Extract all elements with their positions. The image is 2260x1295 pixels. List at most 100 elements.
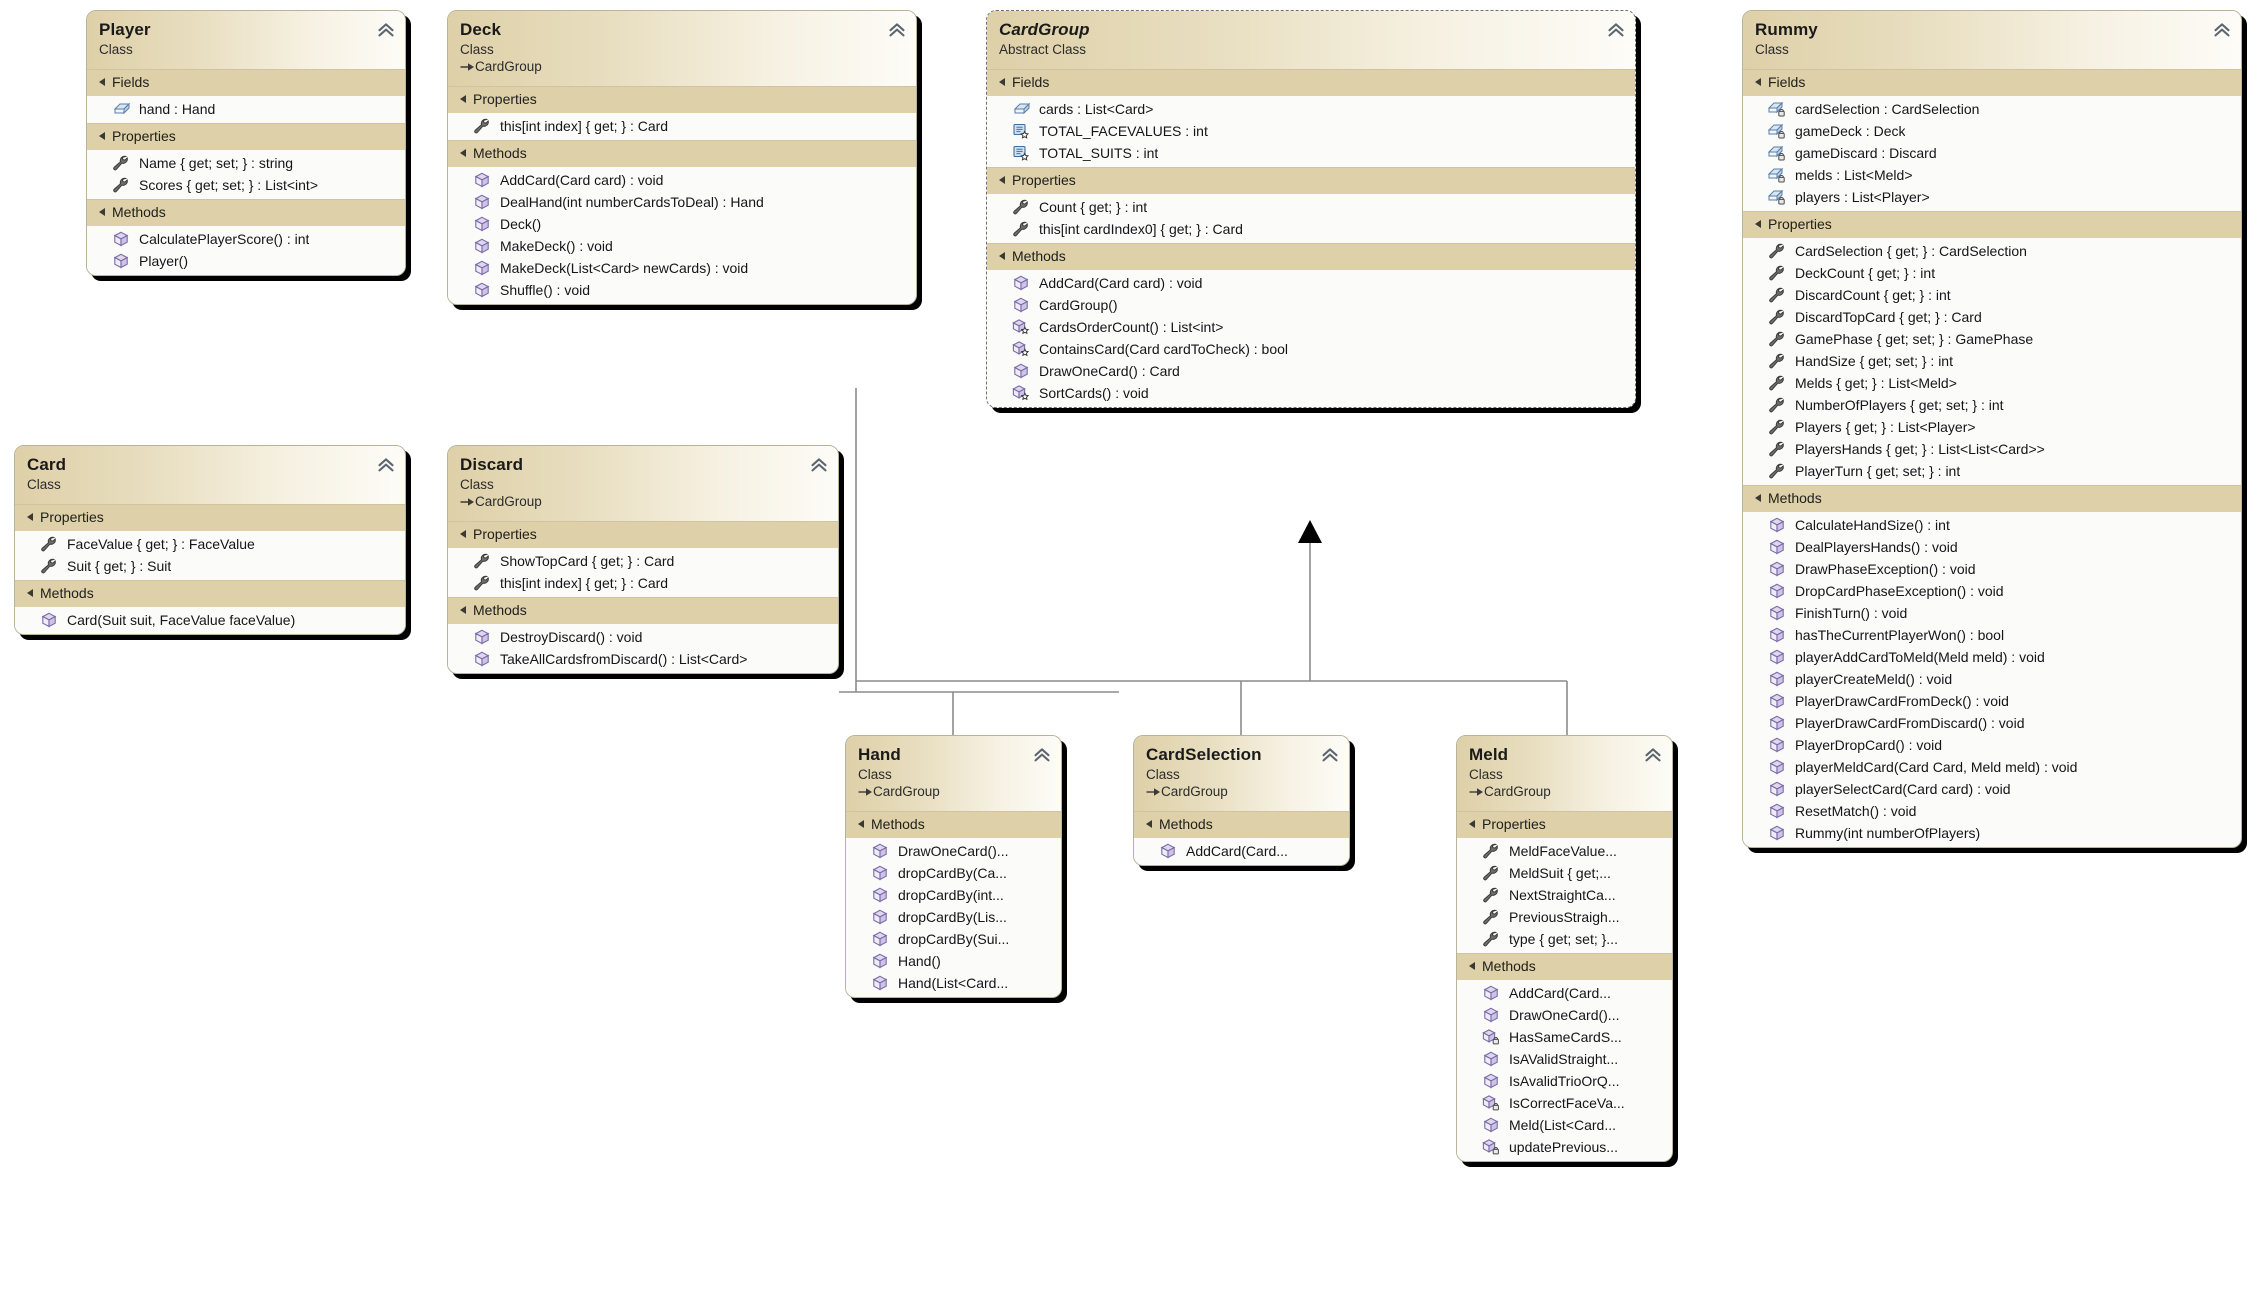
- member-row[interactable]: gameDeck : Deck: [1743, 120, 2241, 142]
- member-row[interactable]: ResetMatch() : void: [1743, 800, 2241, 822]
- member-row[interactable]: FaceValue { get; } : FaceValue: [15, 533, 405, 555]
- member-row[interactable]: playerMeldCard(Card Card, Meld meld) : v…: [1743, 756, 2241, 778]
- member-row[interactable]: gameDiscard : Discard: [1743, 142, 2241, 164]
- member-row[interactable]: CardsOrderCount() : List<int>: [987, 316, 1635, 338]
- compartment-header-properties-card[interactable]: Properties: [15, 504, 405, 531]
- compartment-header-methods-player[interactable]: Methods: [87, 199, 405, 226]
- member-row[interactable]: NextStraightCa...: [1457, 884, 1672, 906]
- member-row[interactable]: dropCardBy(int...: [846, 884, 1061, 906]
- member-row[interactable]: playerAddCardToMeld(Meld meld) : void: [1743, 646, 2241, 668]
- member-row[interactable]: DrawOneCard() : Card: [987, 360, 1635, 382]
- member-row[interactable]: this[int index] { get; } : Card: [448, 572, 838, 594]
- compartment-header-fields-player[interactable]: Fields: [87, 69, 405, 96]
- member-row[interactable]: Count { get; } : int: [987, 196, 1635, 218]
- member-row[interactable]: FinishTurn() : void: [1743, 602, 2241, 624]
- member-row[interactable]: DropCardPhaseException() : void: [1743, 580, 2241, 602]
- member-row[interactable]: DeckCount { get; } : int: [1743, 262, 2241, 284]
- member-row[interactable]: DealHand(int numberCardsToDeal) : Hand: [448, 191, 916, 213]
- member-row[interactable]: Suit { get; } : Suit: [15, 555, 405, 577]
- compartment-header-methods-cardgroup[interactable]: Methods: [987, 243, 1635, 270]
- chevron-up-icon[interactable]: [1033, 747, 1051, 763]
- member-row[interactable]: Hand(List<Card...: [846, 972, 1061, 994]
- member-row[interactable]: Rummy(int numberOfPlayers): [1743, 822, 2241, 844]
- member-row[interactable]: this[int cardIndex0] { get; } : Card: [987, 218, 1635, 240]
- member-row[interactable]: this[int index] { get; } : Card: [448, 115, 916, 137]
- member-row[interactable]: ContainsCard(Card cardToCheck) : bool: [987, 338, 1635, 360]
- chevron-up-icon[interactable]: [377, 22, 395, 38]
- compartment-header-methods-discard[interactable]: Methods: [448, 597, 838, 624]
- member-row[interactable]: NumberOfPlayers { get; set; } : int: [1743, 394, 2241, 416]
- member-row[interactable]: MeldFaceValue...: [1457, 840, 1672, 862]
- member-row[interactable]: SortCards() : void: [987, 382, 1635, 404]
- member-row[interactable]: MakeDeck() : void: [448, 235, 916, 257]
- compartment-header-properties-deck[interactable]: Properties: [448, 86, 916, 113]
- member-row[interactable]: type { get; set; }...: [1457, 928, 1672, 950]
- member-row[interactable]: PlayerDrawCardFromDiscard() : void: [1743, 712, 2241, 734]
- member-row[interactable]: MeldSuit { get;...: [1457, 862, 1672, 884]
- member-row[interactable]: playerCreateMeld() : void: [1743, 668, 2241, 690]
- member-row[interactable]: DrawPhaseException() : void: [1743, 558, 2241, 580]
- chevron-up-icon[interactable]: [1644, 747, 1662, 763]
- member-row[interactable]: dropCardBy(Lis...: [846, 906, 1061, 928]
- chevron-up-icon[interactable]: [1321, 747, 1339, 763]
- member-row[interactable]: IsAvalidTrioOrQ...: [1457, 1070, 1672, 1092]
- compartment-header-fields-cardgroup[interactable]: Fields: [987, 69, 1635, 96]
- member-row[interactable]: CalculatePlayerScore() : int: [87, 228, 405, 250]
- member-row[interactable]: CardSelection { get; } : CardSelection: [1743, 240, 2241, 262]
- member-row[interactable]: Scores { get; set; } : List<int>: [87, 174, 405, 196]
- member-row[interactable]: CalculateHandSize() : int: [1743, 514, 2241, 536]
- compartment-header-methods-cardselection[interactable]: Methods: [1134, 811, 1349, 838]
- member-row[interactable]: AddCard(Card...: [1457, 982, 1672, 1004]
- member-row[interactable]: TakeAllCardsfromDiscard() : List<Card>: [448, 648, 838, 670]
- compartment-header-methods-hand[interactable]: Methods: [846, 811, 1061, 838]
- member-row[interactable]: MakeDeck(List<Card> newCards) : void: [448, 257, 916, 279]
- member-row[interactable]: playerSelectCard(Card card) : void: [1743, 778, 2241, 800]
- member-row[interactable]: TOTAL_FACEVALUES : int: [987, 120, 1635, 142]
- compartment-header-methods-deck[interactable]: Methods: [448, 140, 916, 167]
- member-row[interactable]: cards : List<Card>: [987, 98, 1635, 120]
- member-row[interactable]: PlayerDropCard() : void: [1743, 734, 2241, 756]
- member-row[interactable]: hasTheCurrentPlayerWon() : bool: [1743, 624, 2241, 646]
- member-row[interactable]: melds : List<Meld>: [1743, 164, 2241, 186]
- member-row[interactable]: ShowTopCard { get; } : Card: [448, 550, 838, 572]
- member-row[interactable]: Card(Suit suit, FaceValue faceValue): [15, 609, 405, 631]
- member-row[interactable]: updatePrevious...: [1457, 1136, 1672, 1158]
- member-row[interactable]: Player(): [87, 250, 405, 272]
- compartment-header-methods-card[interactable]: Methods: [15, 580, 405, 607]
- compartment-header-properties-player[interactable]: Properties: [87, 123, 405, 150]
- chevron-up-icon[interactable]: [1607, 22, 1625, 38]
- member-row[interactable]: Melds { get; } : List<Meld>: [1743, 372, 2241, 394]
- member-row[interactable]: Deck(): [448, 213, 916, 235]
- member-row[interactable]: dropCardBy(Sui...: [846, 928, 1061, 950]
- member-row[interactable]: players : List<Player>: [1743, 186, 2241, 208]
- member-row[interactable]: Hand(): [846, 950, 1061, 972]
- member-row[interactable]: PreviousStraigh...: [1457, 906, 1672, 928]
- member-row[interactable]: PlayerDrawCardFromDeck() : void: [1743, 690, 2241, 712]
- member-row[interactable]: GamePhase { get; set; } : GamePhase: [1743, 328, 2241, 350]
- compartment-header-properties-meld[interactable]: Properties: [1457, 811, 1672, 838]
- member-row[interactable]: CardGroup(): [987, 294, 1635, 316]
- compartment-header-methods-meld[interactable]: Methods: [1457, 953, 1672, 980]
- member-row[interactable]: DiscardCount { get; } : int: [1743, 284, 2241, 306]
- compartment-header-properties-discard[interactable]: Properties: [448, 521, 838, 548]
- compartment-header-properties-cardgroup[interactable]: Properties: [987, 167, 1635, 194]
- compartment-header-properties-rummy[interactable]: Properties: [1743, 211, 2241, 238]
- member-row[interactable]: PlayerTurn { get; set; } : int: [1743, 460, 2241, 482]
- member-row[interactable]: Shuffle() : void: [448, 279, 916, 301]
- member-row[interactable]: dropCardBy(Ca...: [846, 862, 1061, 884]
